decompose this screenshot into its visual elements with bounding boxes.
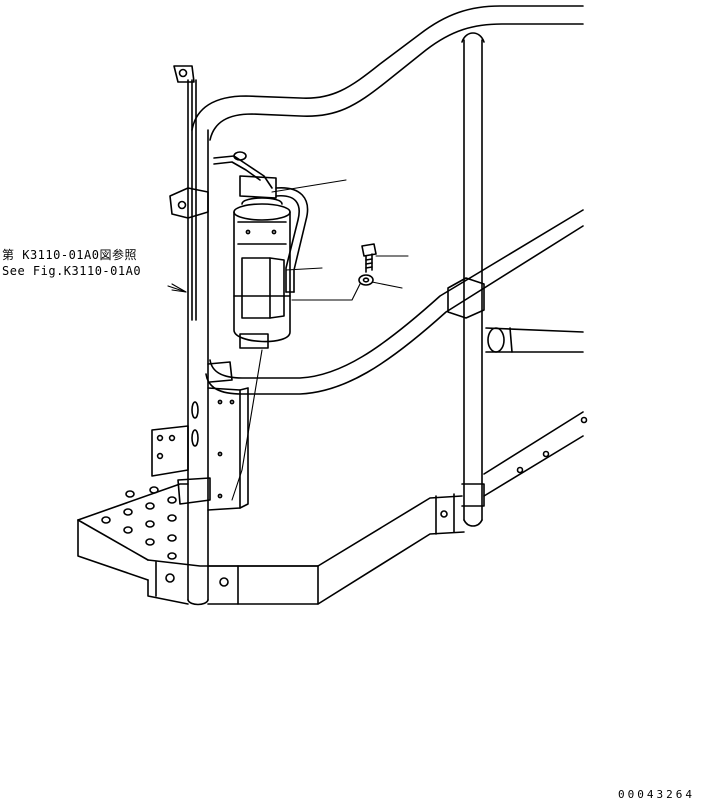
step-platform <box>77 411 588 605</box>
attach-lines <box>231 349 263 501</box>
leader-lines <box>167 179 409 301</box>
left-post <box>169 65 211 606</box>
mounting-plate <box>191 387 249 511</box>
reference-note-english: See Fig.K3110-01A0 <box>2 264 142 278</box>
right-side-tube <box>485 327 584 353</box>
washer <box>358 274 374 286</box>
fire-extinguisher <box>213 151 309 349</box>
reference-note-japanese: 第 K3110-01A0図参照 <box>2 248 137 262</box>
middle-handrail <box>205 209 584 395</box>
side-plate <box>151 425 189 477</box>
bolt <box>361 243 377 273</box>
right-post <box>447 32 485 527</box>
drawing-number: 00043264 <box>618 788 695 801</box>
upper-handrail <box>191 5 584 141</box>
